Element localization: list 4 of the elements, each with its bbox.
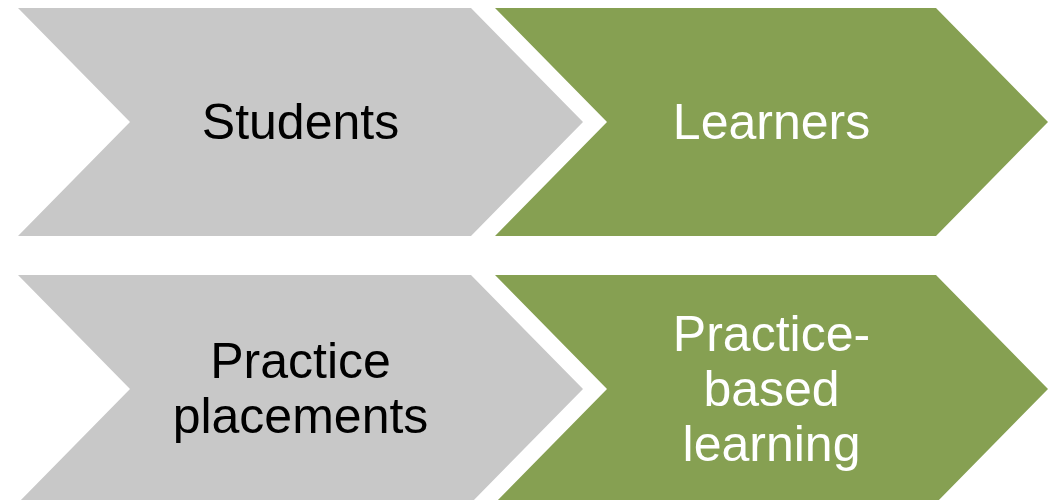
chevron-label: Students (200, 94, 401, 150)
chevron-label: Learners (671, 94, 872, 150)
chevron-label: Practice-based learning (671, 306, 872, 472)
chevron-label: Practice placements (171, 334, 430, 444)
